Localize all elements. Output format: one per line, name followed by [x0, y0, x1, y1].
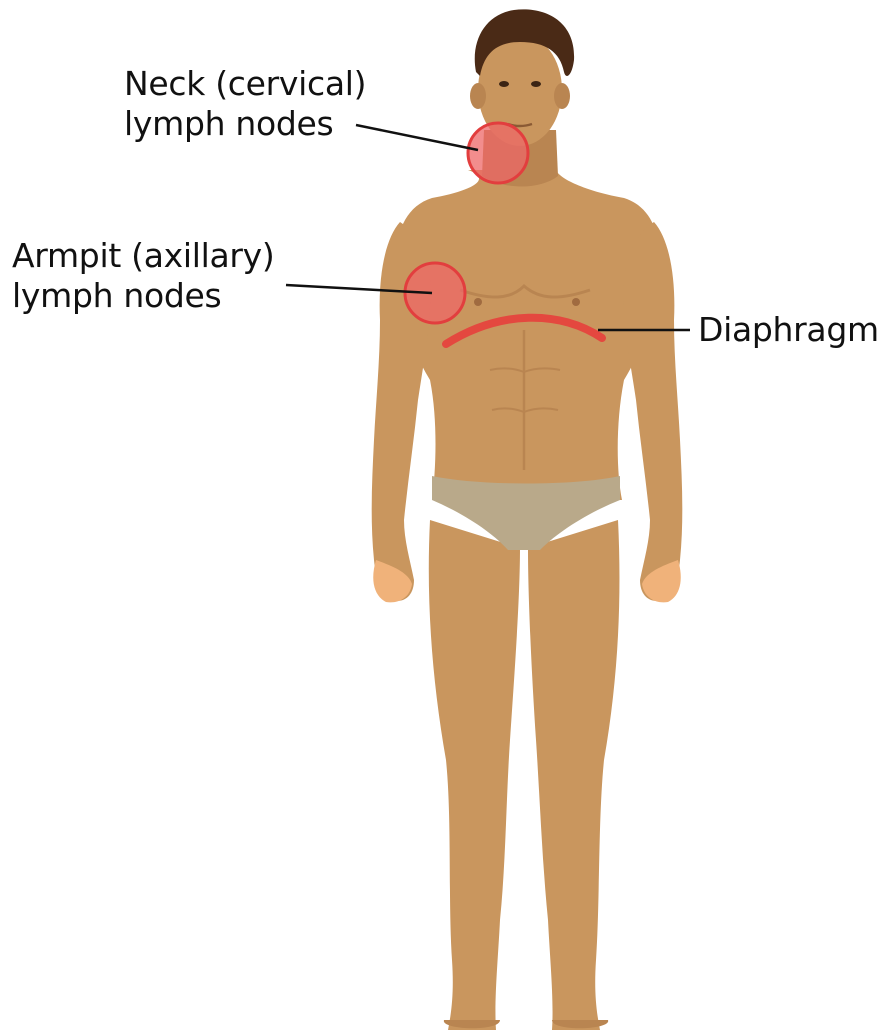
neck-lymph-nodes-label: Neck (cervical) lymph nodes [124, 64, 366, 144]
left-eye [499, 81, 509, 87]
left-nipple [474, 298, 482, 306]
armpit-lymph-nodes-label: Armpit (axillary) lymph nodes [12, 236, 274, 316]
neck-label-line-1: Neck (cervical) [124, 64, 366, 104]
armpit-label-line-1: Armpit (axillary) [12, 236, 274, 276]
torso [396, 170, 660, 500]
left-leg [429, 520, 520, 1030]
diaphragm-label-text: Diaphragm [698, 310, 879, 350]
neck-lymph-node-highlight [468, 123, 528, 183]
right-ear [554, 83, 570, 109]
neck-leader-line [356, 125, 478, 150]
neck-label-line-2: lymph nodes [124, 104, 366, 144]
right-arm [624, 222, 683, 601]
right-nipple [572, 298, 580, 306]
diaphragm-label: Diaphragm [698, 310, 879, 350]
right-leg [528, 520, 619, 1030]
left-ear [470, 83, 486, 109]
armpit-label-line-2: lymph nodes [12, 276, 274, 316]
right-eye [531, 81, 541, 87]
